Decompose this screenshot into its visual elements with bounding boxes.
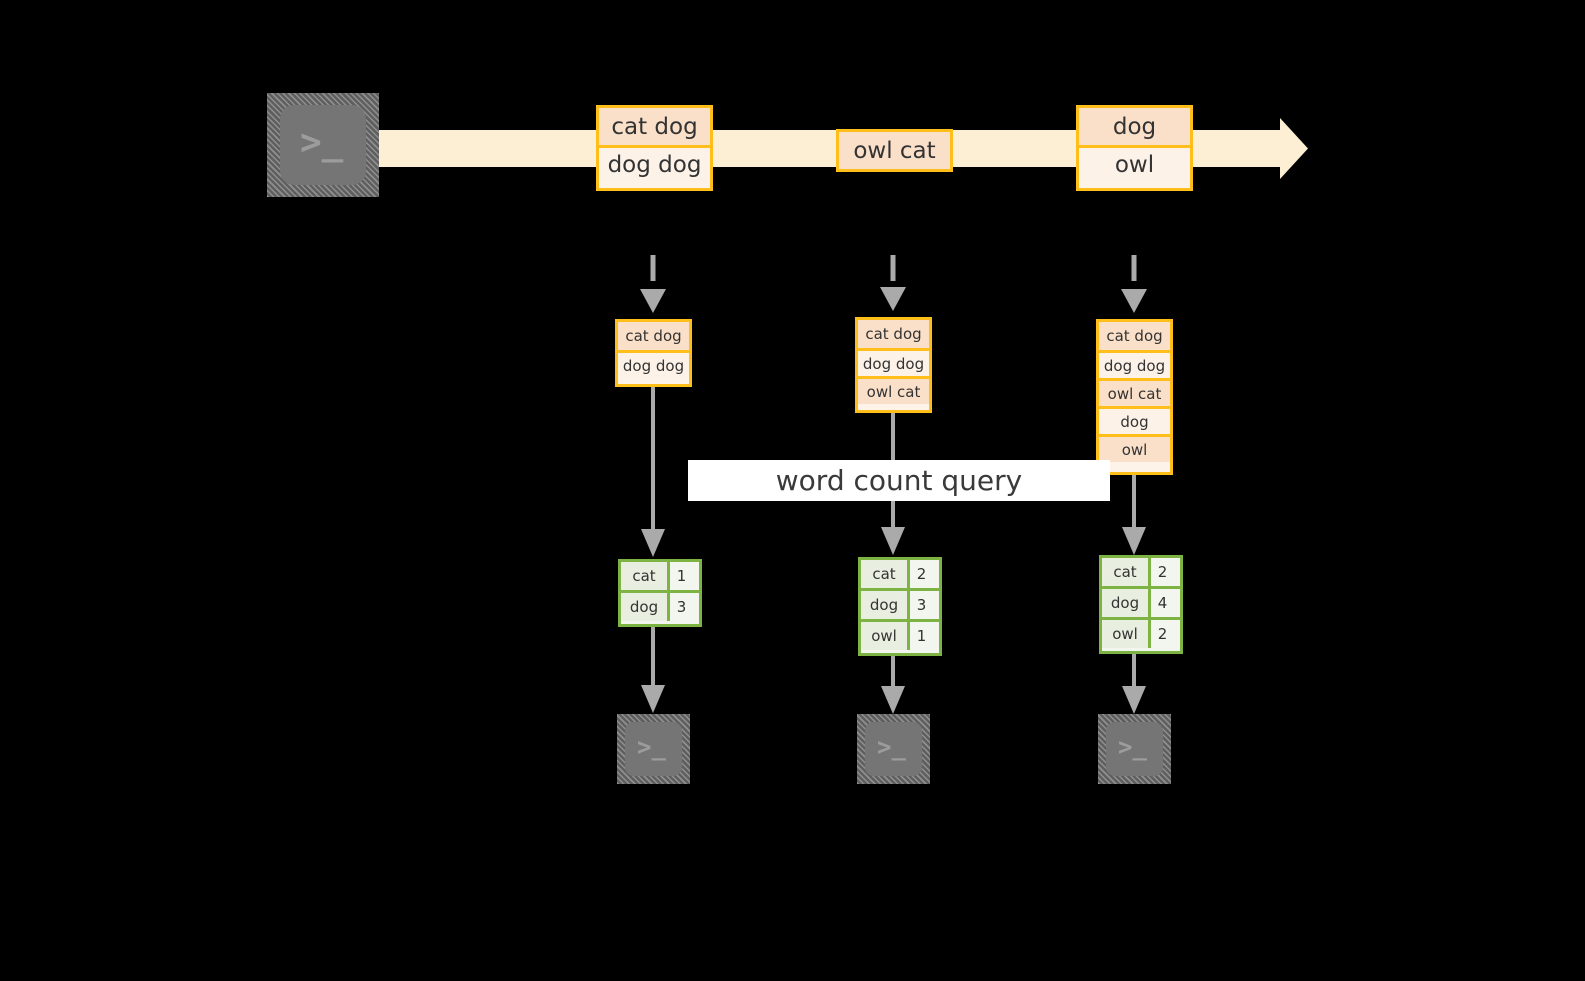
result-row: cat 2 xyxy=(1102,558,1180,586)
result-count: 2 xyxy=(907,560,933,588)
stream-snapshot-box: cat dog dog dog xyxy=(615,319,692,387)
timeline-event-line: cat dog xyxy=(599,108,710,145)
timeline-event-line: dog dog xyxy=(599,145,710,182)
terminal-screen xyxy=(280,105,366,185)
timeline-event-line: owl xyxy=(1079,145,1190,182)
result-row: owl 2 xyxy=(1102,617,1180,648)
stream-snapshot-box: cat dog dog dog owl cat xyxy=(855,317,932,413)
terminal-prompt-glyph: >_ xyxy=(637,733,666,761)
result-word: dog xyxy=(861,591,907,619)
stream-snapshot-row: dog dog xyxy=(618,350,689,378)
sink-terminal-icon: >_ xyxy=(617,714,690,784)
stream-snapshot-row: dog dog xyxy=(1099,350,1170,378)
result-count: 2 xyxy=(1148,620,1174,648)
result-table: cat 1 dog 3 xyxy=(618,559,702,627)
terminal-prompt-glyph: >_ xyxy=(1118,733,1147,761)
stream-snapshot-row: cat dog xyxy=(618,322,689,350)
result-row: dog 3 xyxy=(621,590,699,621)
result-word: dog xyxy=(1102,589,1148,617)
result-row: cat 1 xyxy=(621,562,699,590)
terminal-prompt-glyph: >_ xyxy=(877,733,906,761)
timeline-event-line: owl cat xyxy=(839,132,950,169)
source-terminal-icon: >_ xyxy=(267,93,379,197)
result-sink-arrow xyxy=(1122,654,1146,714)
result-word: owl xyxy=(1102,620,1148,648)
result-count: 3 xyxy=(667,593,693,621)
event-stream-arrowhead xyxy=(1248,118,1308,179)
result-word: cat xyxy=(621,562,667,590)
result-count: 1 xyxy=(667,562,693,590)
result-count: 4 xyxy=(1148,589,1174,617)
dashed-tap-arrow xyxy=(640,255,666,313)
query-flow-arrow xyxy=(1122,475,1146,555)
result-count: 3 xyxy=(907,591,933,619)
stream-snapshot-row: cat dog xyxy=(858,320,929,348)
result-count: 2 xyxy=(1148,558,1174,586)
timeline-event-box: owl cat xyxy=(836,129,953,172)
terminal-screen xyxy=(1106,722,1163,776)
result-sink-arrow xyxy=(641,627,665,713)
result-table: cat 2 dog 3 owl 1 xyxy=(858,557,942,656)
result-row: owl 1 xyxy=(861,619,939,650)
result-row: dog 4 xyxy=(1102,586,1180,617)
timeline-event-box: dog owl xyxy=(1076,105,1193,191)
timeline-event-line: dog xyxy=(1079,108,1190,145)
stream-snapshot-row: owl cat xyxy=(858,376,929,404)
result-row: dog 3 xyxy=(861,588,939,619)
dashed-tap-arrow xyxy=(880,255,906,311)
stream-snapshot-row: owl cat xyxy=(1099,378,1170,406)
stream-snapshot-row: cat dog xyxy=(1099,322,1170,350)
result-word: owl xyxy=(861,622,907,650)
query-label-banner: word count query xyxy=(688,460,1110,501)
stream-snapshot-row: dog dog xyxy=(858,348,929,376)
result-row: cat 2 xyxy=(861,560,939,588)
result-word: cat xyxy=(861,560,907,588)
result-count: 1 xyxy=(907,622,933,650)
sink-terminal-icon: >_ xyxy=(1098,714,1171,784)
result-table: cat 2 dog 4 owl 2 xyxy=(1099,555,1183,654)
result-sink-arrow xyxy=(881,656,905,714)
sink-terminal-icon: >_ xyxy=(857,714,930,784)
stream-snapshot-box: cat dog dog dog owl cat dog owl xyxy=(1096,319,1173,475)
terminal-screen xyxy=(865,722,922,776)
result-word: dog xyxy=(621,593,667,621)
dashed-tap-arrow xyxy=(1121,255,1147,313)
query-label-text: word count query xyxy=(775,464,1023,497)
timeline-event-box: cat dog dog dog xyxy=(596,105,713,191)
terminal-screen xyxy=(625,722,682,776)
stream-snapshot-row: dog xyxy=(1099,406,1170,434)
result-word: cat xyxy=(1102,558,1148,586)
terminal-prompt-glyph: >_ xyxy=(300,122,344,163)
query-flow-arrow xyxy=(641,387,665,557)
stream-snapshot-row: owl xyxy=(1099,434,1170,462)
